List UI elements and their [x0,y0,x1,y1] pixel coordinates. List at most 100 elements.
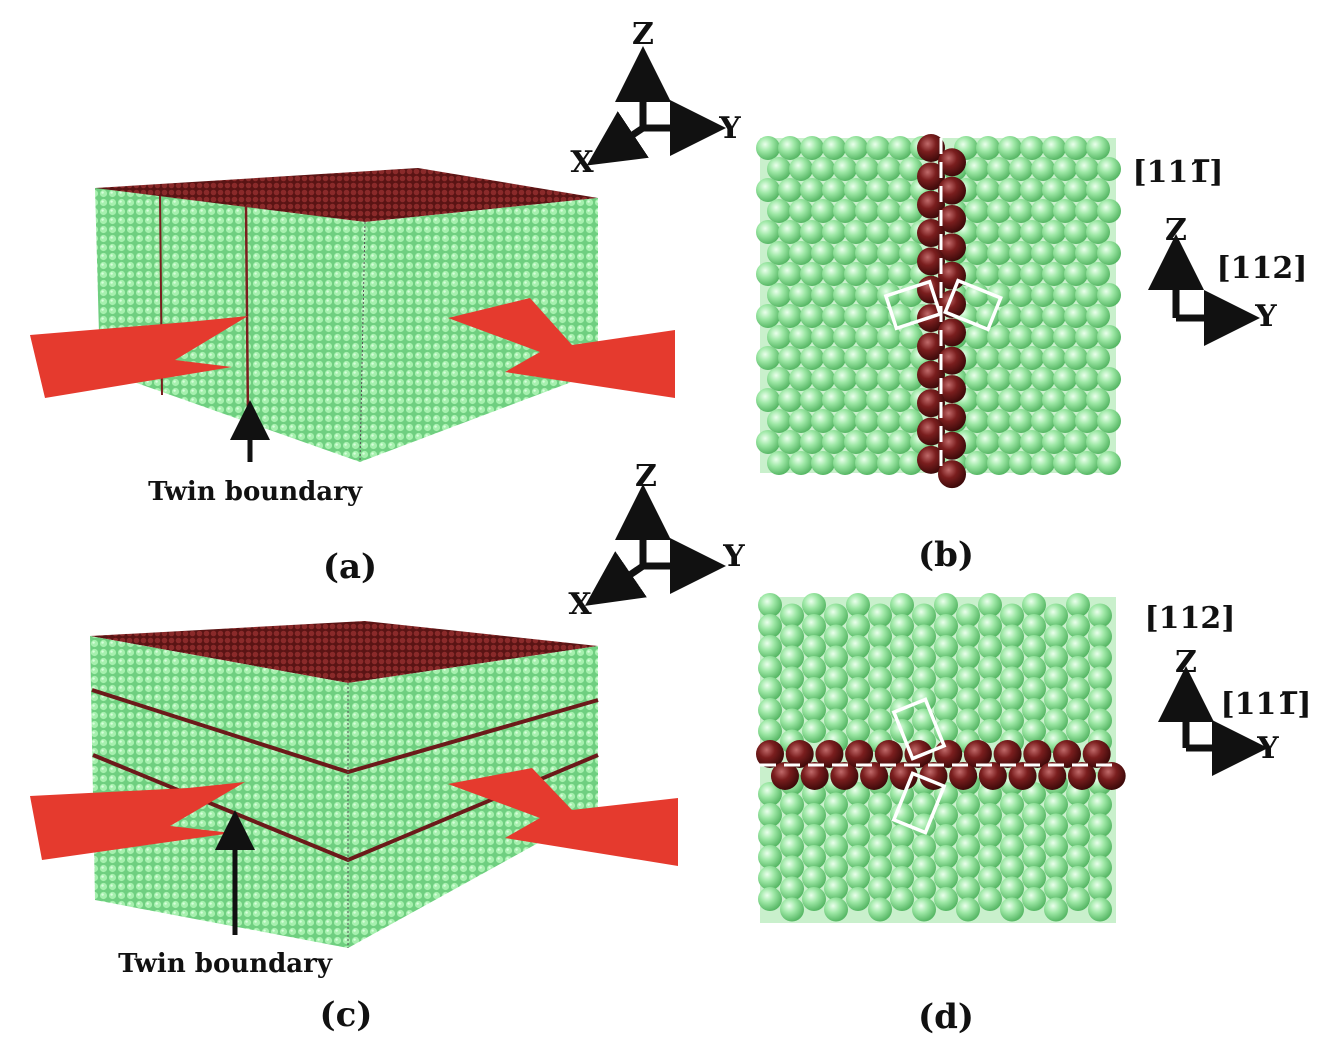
matrix-atom [1020,430,1044,454]
twin-atom [860,762,889,790]
matrix-atom [824,813,848,838]
twin-atom [938,431,966,460]
matrix-atom [778,430,802,454]
matrix-atom [802,824,826,848]
matrix-atom [833,241,857,265]
matrix-atom [890,845,914,869]
twin-atom [815,740,844,768]
matrix-atom [811,409,835,433]
matrix-atom [800,262,824,286]
panel-b: [111̅] [112] Z Y (b) [756,134,1308,575]
matrix-atom [756,178,780,202]
matrix-atom [1097,409,1121,433]
twin-atom [938,176,966,205]
axis-y-label: Y [718,111,741,146]
matrix-atom [978,593,1002,617]
matrix-atom [789,367,813,391]
matrix-atom [987,451,1011,475]
matrix-atom [846,887,870,911]
matrix-atom [811,325,835,349]
matrix-atom [978,866,1002,890]
twin-atom [993,740,1022,768]
matrix-atom [1022,887,1046,911]
matrix-atom [934,593,958,617]
matrix-atom [824,834,848,859]
matrix-atom [1009,157,1033,181]
matrix-atom [1000,708,1024,733]
matrix-atom [846,845,870,869]
matrix-atom [912,603,936,628]
unit-cell-outline [891,771,947,835]
matrix-atom [956,708,980,733]
matrix-atom [965,157,989,181]
matrix-atom [802,656,826,680]
matrix-atom [780,645,804,670]
matrix-atom [1064,304,1088,328]
matrix-atom [767,283,791,307]
matrix-atom [912,792,936,817]
matrix-atom [824,624,848,649]
twin-atom [917,360,945,389]
matrix-atom [789,157,813,181]
matrix-atom [800,346,824,370]
twin-atom [917,389,945,418]
matrix-atom [868,624,892,649]
matrix-atom [1031,283,1055,307]
matrix-atom [877,409,901,433]
matrix-atom [1075,325,1099,349]
matrix-atom [789,241,813,265]
matrix-atom [956,666,980,691]
matrix-atom [802,614,826,638]
matrix-atom [780,708,804,733]
matrix-atom [1066,698,1090,722]
matrix-atom [846,593,870,617]
matrix-atom [824,876,848,901]
matrix-atom [912,855,936,880]
slab-top-face [95,168,598,222]
matrix-atom [811,199,835,223]
matrix-atom [846,782,870,806]
twin-atom [917,134,945,162]
matrix-atom [1044,897,1068,922]
matrix-atom [822,136,846,160]
matrix-atom [1088,876,1112,901]
twin-atom [756,740,784,768]
twin-atom [938,346,966,375]
matrix-atom [758,635,782,659]
matrix-atom [1044,645,1068,670]
matrix-atom [877,157,901,181]
matrix-atom [1044,792,1068,817]
matrix-atom [956,876,980,901]
matrix-atom [1053,283,1077,307]
matrix-atom [1086,304,1110,328]
matrix-atom [789,199,813,223]
axis-x-label: X [570,145,594,180]
twin-atom [938,204,966,233]
matrix-atom [824,708,848,733]
twin-atom [917,190,945,219]
matrix-atom [888,220,912,244]
matrix-atom [934,614,958,638]
unit-cell-outline [883,279,943,331]
matrix-atom [855,283,879,307]
matrix-atom [822,346,846,370]
matrix-atom [1022,635,1046,659]
matrix-atom [1031,451,1055,475]
matrix-atom [956,687,980,712]
matrix-atom [899,451,923,475]
panel-d: [112] [111̅] Z Y (d) [756,593,1312,1037]
matrix-atom [767,241,791,265]
matrix-atom [965,325,989,349]
matrix-atom [1088,687,1112,712]
slab-top-face [90,621,598,683]
matrix-atom [855,367,879,391]
matrix-atom [1042,304,1066,328]
matrix-atom [844,304,868,328]
matrix-atom [976,430,1000,454]
matrix-atom [1053,409,1077,433]
matrix-atom [912,666,936,691]
axis-z-label: Z [1165,213,1187,248]
matrix-atom [846,635,870,659]
matrix-atom [1020,178,1044,202]
slab-right-face [348,646,598,948]
